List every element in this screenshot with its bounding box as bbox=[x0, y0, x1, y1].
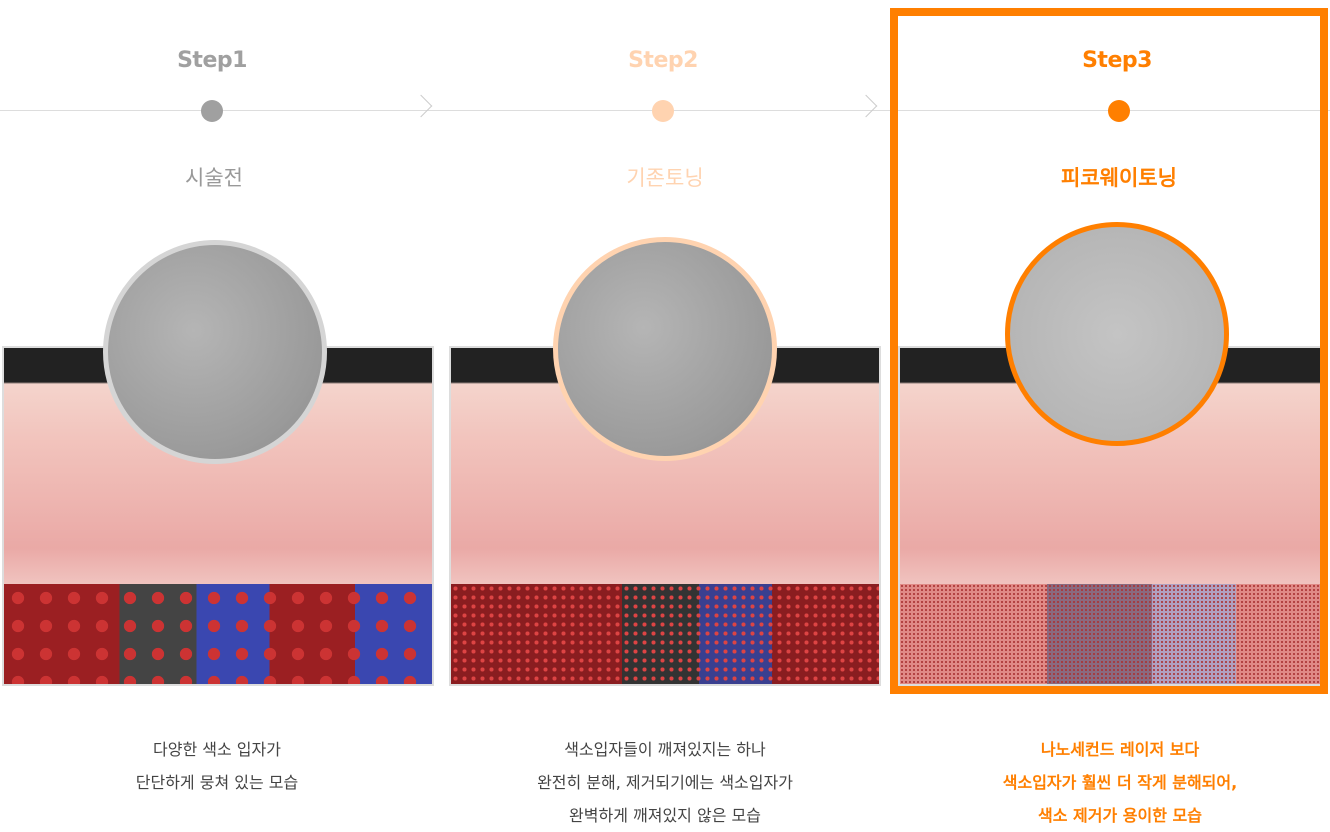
chevron-right-icon bbox=[409, 94, 433, 118]
step1-name: 시술전 bbox=[185, 166, 243, 190]
chevron-right-icon bbox=[854, 94, 878, 118]
step3-label: Step3 bbox=[1082, 48, 1152, 73]
step2-description: 색소입자들이 깨져있지는 하나 완전히 분해, 제거되기에는 색소입자가 완벽하… bbox=[465, 733, 865, 832]
step1-label: Step1 bbox=[177, 48, 247, 73]
step3-dot bbox=[1108, 100, 1130, 122]
step2-label: Step2 bbox=[628, 48, 698, 73]
skin-illustration-picoway bbox=[898, 346, 1322, 686]
highlight-frame bbox=[890, 8, 1328, 694]
microscope-view-before bbox=[103, 240, 327, 464]
microscope-view-conventional bbox=[553, 237, 777, 461]
desc-line: 색소 제거가 용이한 모습 bbox=[1038, 806, 1202, 825]
step1-dot bbox=[201, 100, 223, 122]
step1-description: 다양한 색소 입자가 단단하게 뭉쳐 있는 모습 bbox=[17, 733, 417, 799]
desc-line: 단단하게 뭉쳐 있는 모습 bbox=[135, 773, 299, 792]
desc-line: 색소입자가 훨씬 더 작게 분해되어, bbox=[1002, 773, 1238, 792]
desc-line: 나노세컨드 레이저 보다 bbox=[1040, 740, 1200, 759]
step2-dot bbox=[652, 100, 674, 122]
step3-name: 피코웨이토닝 bbox=[1061, 166, 1177, 190]
desc-line: 완벽하게 깨져있지 않은 모습 bbox=[569, 806, 761, 825]
desc-line: 완전히 분해, 제거되기에는 색소입자가 bbox=[537, 773, 793, 792]
desc-line: 다양한 색소 입자가 bbox=[153, 740, 281, 759]
desc-line: 색소입자들이 깨져있지는 하나 bbox=[564, 740, 766, 759]
microscope-view-picoway bbox=[1005, 222, 1229, 446]
step2-name: 기존토닝 bbox=[626, 166, 704, 190]
step3-description: 나노세컨드 레이저 보다 색소입자가 훨씬 더 작게 분해되어, 색소 제거가 … bbox=[920, 733, 1320, 832]
